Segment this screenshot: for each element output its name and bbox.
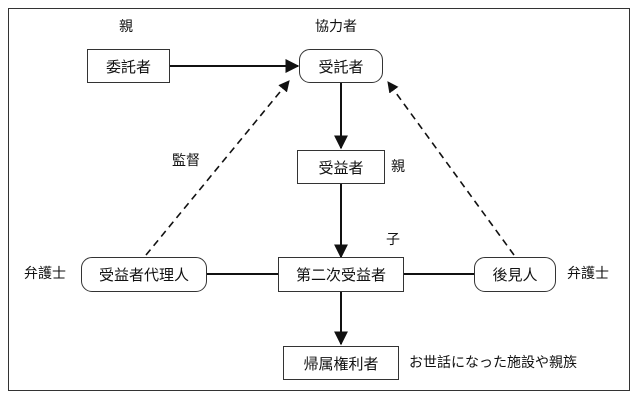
label-kantoku: 監督: [172, 153, 200, 169]
label-bengoshi-right: 弁護士: [567, 266, 609, 282]
node-jueki: 受益者: [297, 150, 385, 184]
node-daini: 第二次受益者: [278, 257, 404, 292]
label-bengoshi-left: 弁護士: [24, 266, 66, 282]
label-ko: 子: [386, 232, 400, 248]
dashed-arrow-kokennin-to-jutakusha: [387, 81, 515, 256]
node-kokennin: 後見人: [474, 257, 556, 292]
label-oya-right: 親: [391, 159, 405, 175]
node-jutakusha: 受託者: [299, 49, 383, 83]
node-itakusha: 委託者: [87, 49, 170, 83]
node-dairinin: 受益者代理人: [81, 257, 207, 292]
diagram-frame: [8, 8, 630, 391]
dashed-arrow-dairinin-to-jutakusha: [145, 80, 290, 256]
label-kyoryokusha: 協力者: [315, 19, 357, 35]
label-osewa: お世話になった施設や親族: [409, 355, 577, 371]
node-kizoku: 帰属権利者: [283, 346, 399, 380]
label-oya-top: 親: [119, 19, 133, 35]
